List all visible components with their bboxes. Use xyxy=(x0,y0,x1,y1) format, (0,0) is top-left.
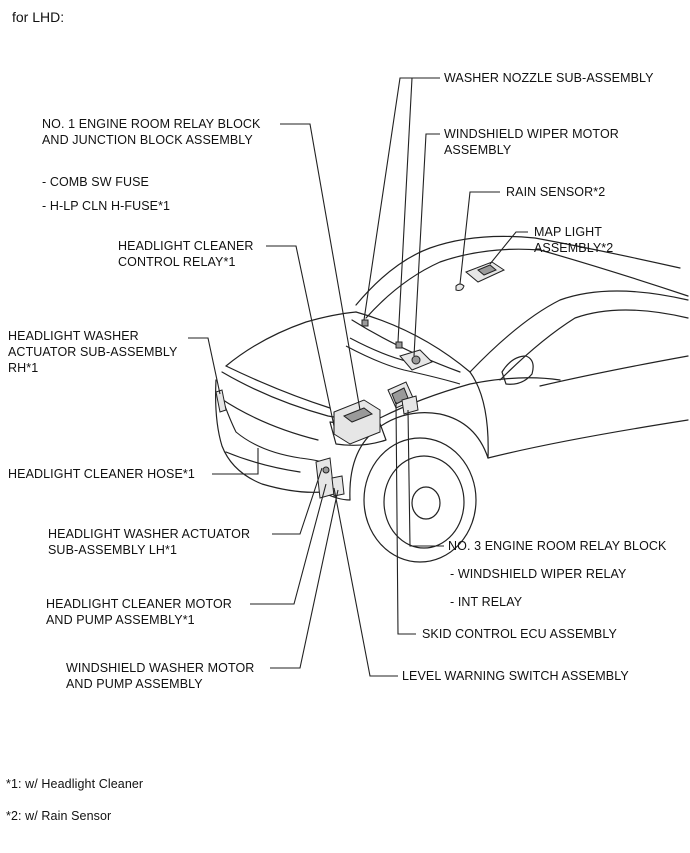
washer-nozzle-part xyxy=(361,319,403,349)
label-relay-block-1-line2: AND JUNCTION BLOCK ASSEMBLY xyxy=(42,133,253,147)
footnote-2: *2: w/ Rain Sensor xyxy=(6,809,112,823)
rain-sensor-part xyxy=(455,283,465,291)
relay-block-3-part xyxy=(401,395,419,415)
label-cleaner-hose: HEADLIGHT CLEANER HOSE*1 xyxy=(8,467,195,481)
label-skid-ecu: SKID CONTROL ECU ASSEMBLY xyxy=(422,627,617,641)
label-actuator-rh-line3: RH*1 xyxy=(8,361,39,375)
label-cleaner-motor-line1: HEADLIGHT CLEANER MOTOR xyxy=(46,597,232,611)
label-actuator-lh-line1: HEADLIGHT WASHER ACTUATOR xyxy=(48,527,251,541)
label-wiper-motor-line1: WINDSHIELD WIPER MOTOR xyxy=(444,127,619,141)
label-cleaner-motor-line2: AND PUMP ASSEMBLY*1 xyxy=(46,613,195,627)
label-wiper-motor-line2: ASSEMBLY xyxy=(444,143,512,157)
label-map-light-line1: MAP LIGHT xyxy=(534,225,603,239)
label-relay-block-1-line1: NO. 1 ENGINE ROOM RELAY BLOCK xyxy=(42,117,261,131)
label-level-switch: LEVEL WARNING SWITCH ASSEMBLY xyxy=(402,669,629,683)
page-title: for LHD: xyxy=(12,9,65,25)
washer-pump-part xyxy=(315,457,345,499)
label-actuator-lh-line2: SUB-ASSEMBLY LH*1 xyxy=(48,543,178,557)
footnote-1: *1: w/ Headlight Cleaner xyxy=(6,777,144,791)
label-washer-motor-line1: WINDSHIELD WASHER MOTOR xyxy=(66,661,255,675)
label-int-relay: - INT RELAY xyxy=(450,595,523,609)
car-body-outline xyxy=(215,235,689,563)
label-washer-motor-line2: AND PUMP ASSEMBLY xyxy=(66,677,203,691)
map-light-part xyxy=(465,261,506,283)
relay-block-1-part xyxy=(333,399,381,445)
label-comb-sw-fuse: - COMB SW FUSE xyxy=(42,175,149,189)
label-rain-sensor: RAIN SENSOR*2 xyxy=(506,185,606,199)
label-wiper-relay: - WINDSHIELD WIPER RELAY xyxy=(450,567,627,581)
label-cleaner-relay-line1: HEADLIGHT CLEANER xyxy=(118,239,254,253)
actuator-rh-part xyxy=(215,389,227,413)
label-cleaner-relay-line2: CONTROL RELAY*1 xyxy=(118,255,236,269)
label-map-light-line2: ASSEMBLY*2 xyxy=(534,241,614,255)
label-washer-nozzle: WASHER NOZZLE SUB-ASSEMBLY xyxy=(444,71,654,85)
label-actuator-rh-line1: HEADLIGHT WASHER xyxy=(8,329,139,343)
label-hlp-cln-fuse: - H-LP CLN H-FUSE*1 xyxy=(42,199,171,213)
label-actuator-rh-line2: ACTUATOR SUB-ASSEMBLY xyxy=(8,345,178,359)
label-relay-block-3: NO. 3 ENGINE ROOM RELAY BLOCK xyxy=(448,539,667,553)
wiper-motor-part xyxy=(399,349,433,371)
leader-lines xyxy=(188,77,528,677)
